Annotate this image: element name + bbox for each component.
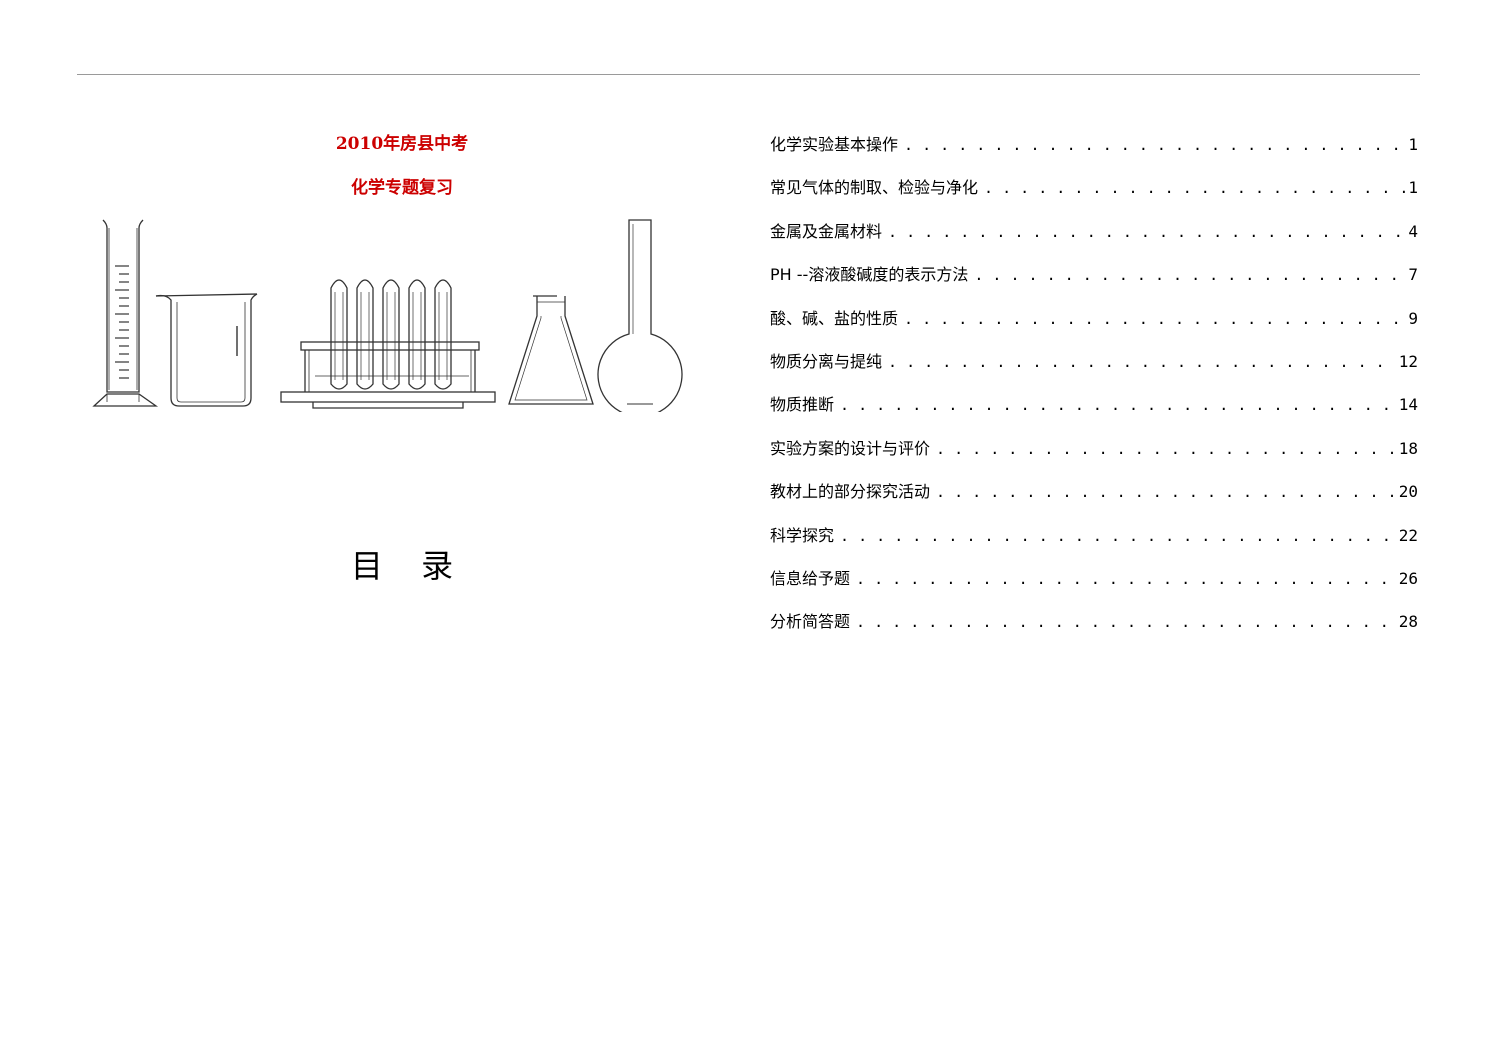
toc-entry-page: 9 [1408,308,1418,328]
toc-entry-page: 28 [1398,612,1418,632]
toc-entry-title: 实验方案的设计与评价 [770,438,931,458]
toc-entry-title: PH --溶液酸碱度的表示方法 [770,265,969,285]
toc-dot-leader [904,302,1406,336]
toc-dot-leader [904,128,1406,162]
toc-entry-title: 教材上的部分探究活动 [770,482,931,502]
lab-apparatus-illustration [92,219,683,412]
toc-entry-title: 信息给予题 [770,568,851,588]
cover-title-subject: 化学专题复习 [351,178,453,198]
toc-entry[interactable]: 科学探究 22 [770,519,1418,562]
toc-dot-leader [888,345,1397,379]
toc-entry-title: 物质推断 [770,395,835,415]
toc-entry[interactable]: 化学实验基本操作 1 [770,128,1418,171]
toc-dot-leader [840,388,1397,422]
toc-heading: 目 录 [350,547,468,585]
toc-entry-title: 物质分离与提纯 [770,351,883,371]
toc-entry-page: 20 [1398,482,1418,502]
toc-entry[interactable]: 分析简答题 28 [770,605,1418,648]
toc-dot-leader [936,432,1397,466]
round-bottom-flask-icon [597,219,683,412]
toc-entry[interactable]: 酸、碱、盐的性质 9 [770,302,1418,345]
toc-entry-page: 26 [1398,568,1418,588]
toc-dot-leader [974,258,1406,292]
toc-entry-page: 1 [1408,135,1418,154]
toc-entry[interactable]: 信息给予题 26 [770,562,1418,605]
toc-entry-title: 酸、碱、盐的性质 [770,308,899,328]
toc-dot-leader [856,562,1397,596]
toc-entry-title: 化学实验基本操作 [770,135,899,154]
header-rule [77,74,1420,75]
toc-entry-title: 金属及金属材料 [770,221,883,241]
toc-entry[interactable]: PH --溶液酸碱度的表示方法 7 [770,258,1418,301]
erlenmeyer-flask-icon [508,295,594,405]
graduated-cylinder-icon [92,219,159,407]
toc-entry-page: 18 [1398,438,1418,458]
toc-entry-page: 4 [1408,221,1418,241]
toc-entry[interactable]: 实验方案的设计与评价 18 [770,432,1418,475]
test-tube-rack-icon [280,279,496,409]
toc-entry[interactable]: 常见气体的制取、检验与净化 1 [770,171,1418,214]
toc-dot-leader [856,605,1397,639]
toc-entry-page: 7 [1408,265,1418,285]
toc-entry-page: 22 [1398,525,1418,545]
toc-entry-title: 常见气体的制取、检验与净化 [770,178,979,198]
toc-entry-page: 14 [1398,395,1418,415]
cover-title-year: 2010年房县中考 [335,134,469,154]
toc-entry[interactable]: 物质推断 14 [770,388,1418,431]
table-of-contents: 化学实验基本操作 1 常见气体的制取、检验与净化 1 金属及金属材料 4 PH --溶… [770,128,1418,649]
toc-dot-leader [984,171,1406,205]
toc-dot-leader [936,475,1397,509]
toc-entry-page: 1 [1408,178,1418,198]
toc-entry[interactable]: 金属及金属材料 4 [770,215,1418,258]
toc-entry[interactable]: 教材上的部分探究活动 20 [770,475,1418,518]
toc-entry-page: 12 [1398,351,1418,371]
toc-entry[interactable]: 物质分离与提纯 12 [770,345,1418,388]
toc-entry-title: 科学探究 [770,525,835,545]
toc-dot-leader [840,519,1397,553]
beaker-icon [155,293,258,407]
toc-dot-leader [888,215,1406,249]
toc-entry-title: 分析简答题 [770,612,851,632]
